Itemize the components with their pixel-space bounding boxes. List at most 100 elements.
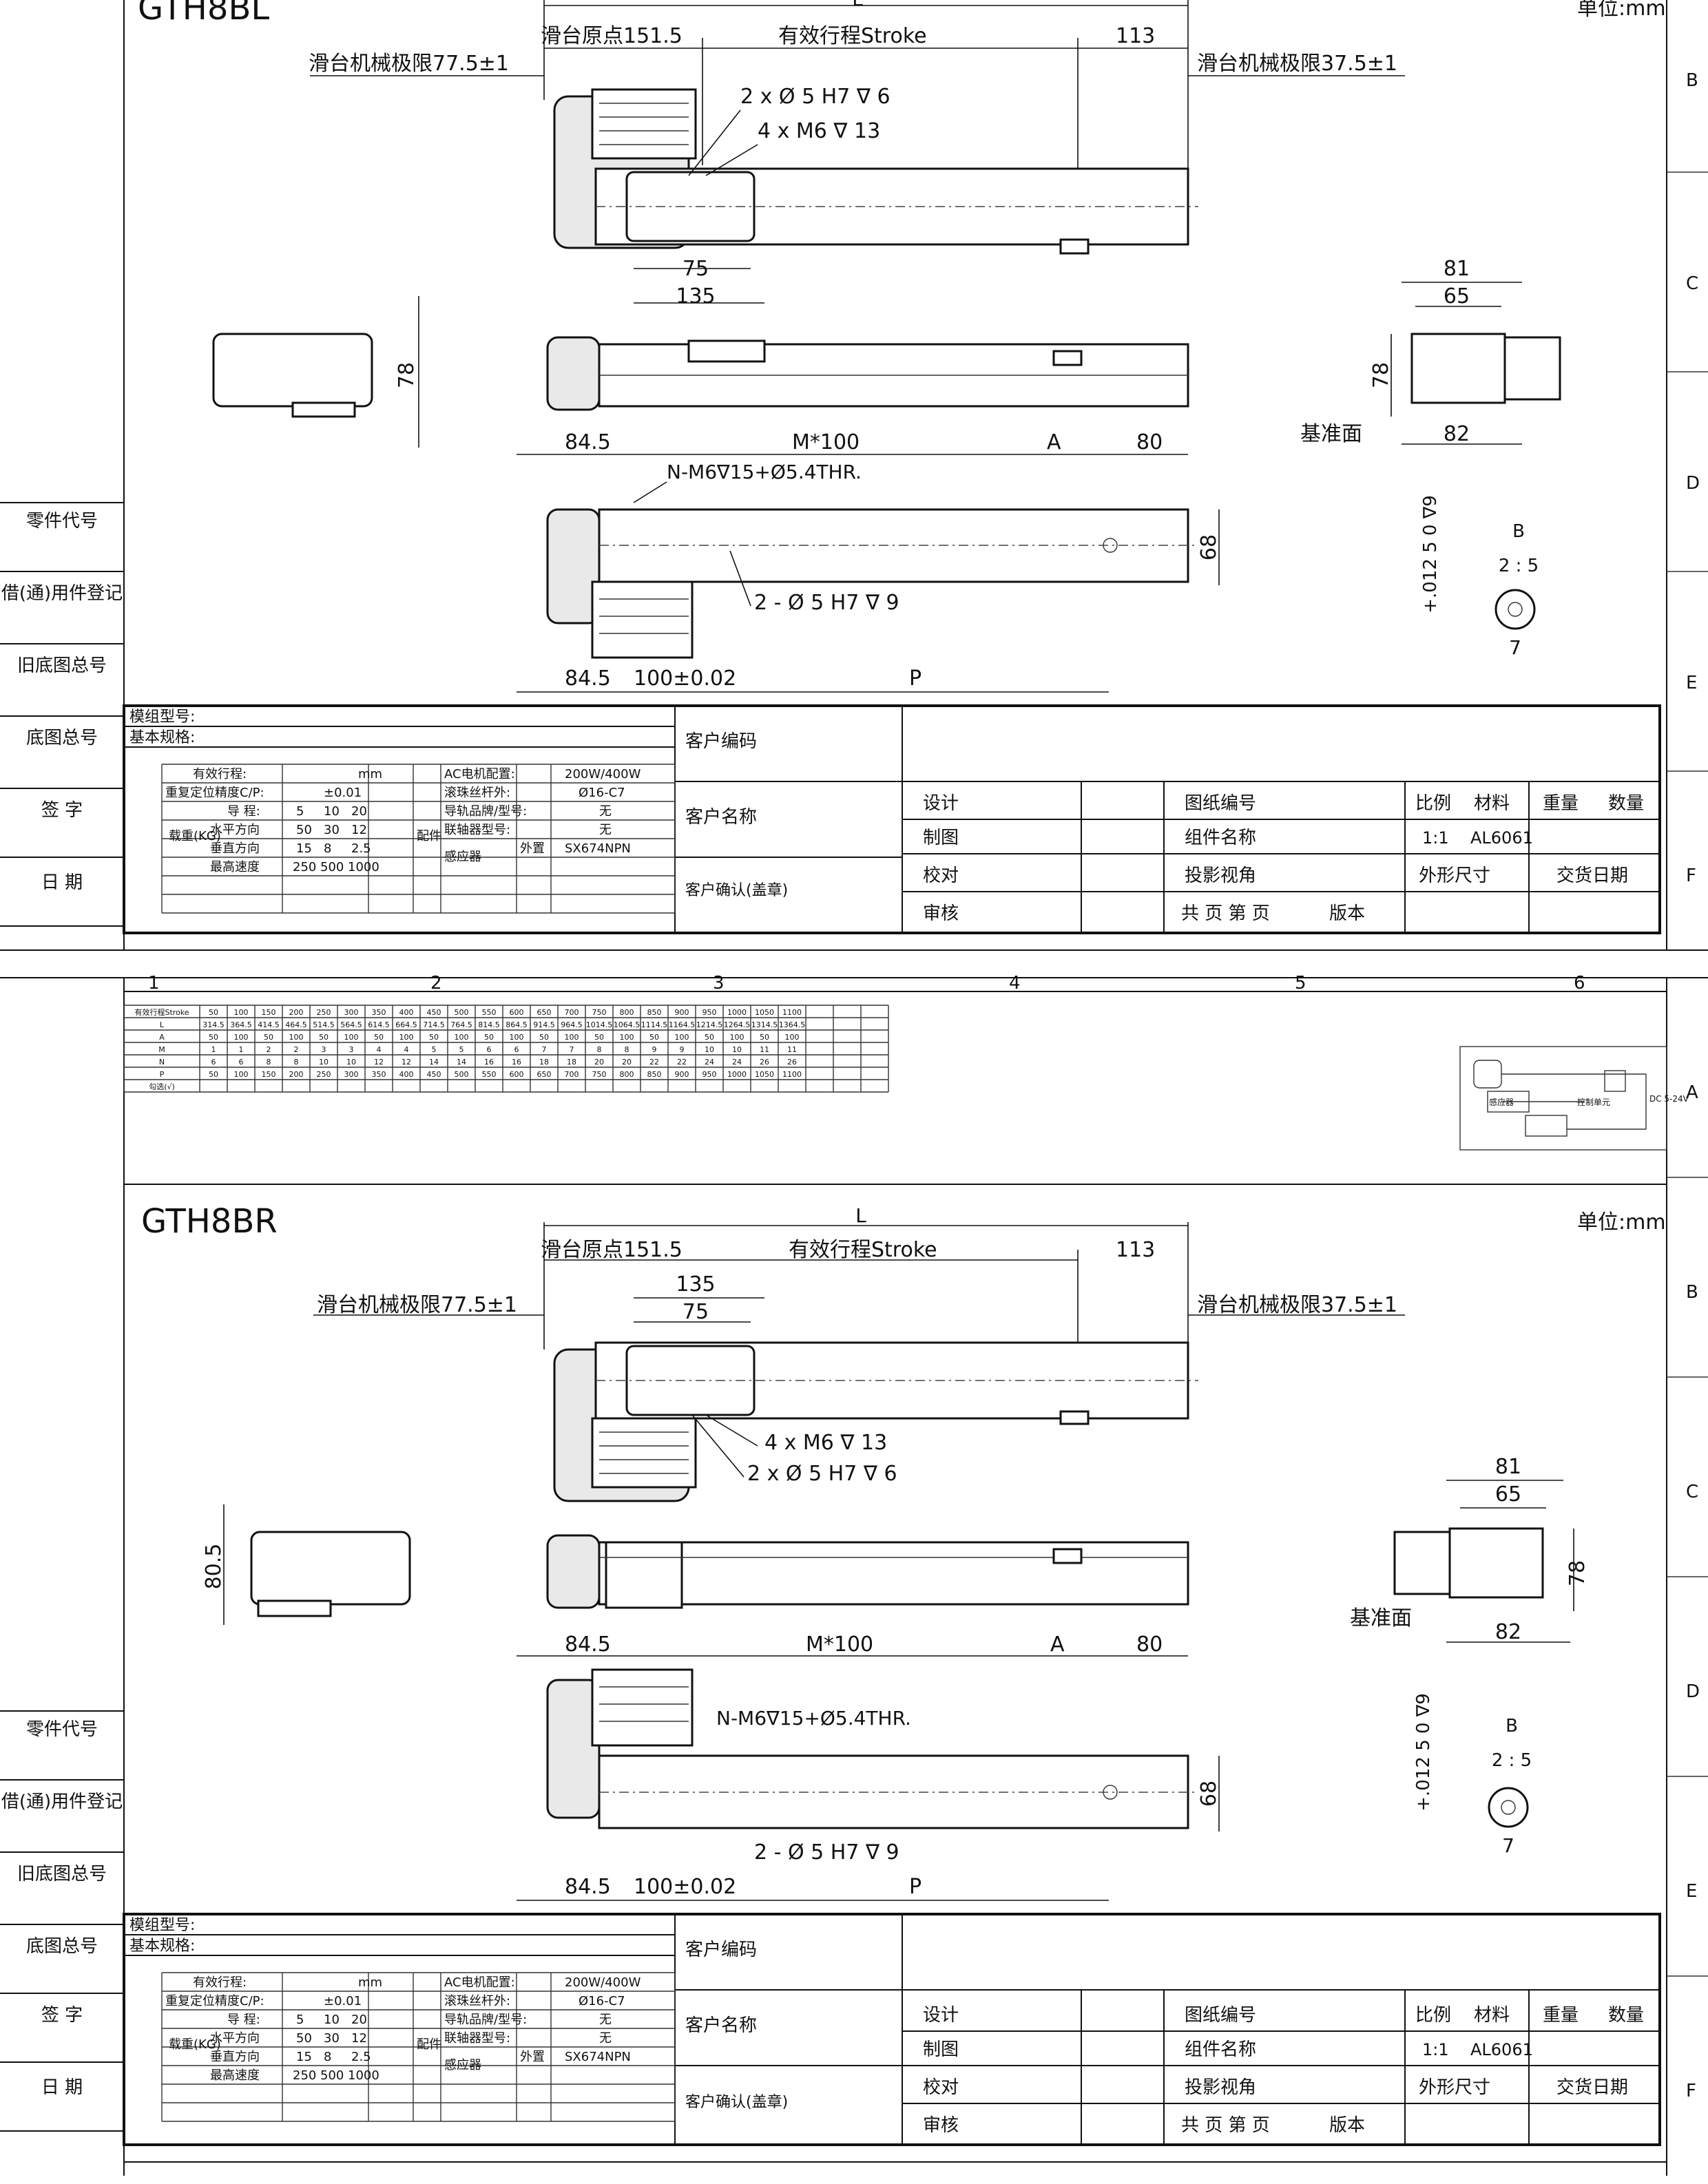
pin-holes-label: 2 x Ø 5 H7 ∇ 6 xyxy=(740,85,891,109)
sheet-gth8bl: GTH8BL 单位:mm B C D E F L 滑台原点151.5 有效行程S… xyxy=(123,0,1700,934)
unit-label: 单位:mm xyxy=(1577,0,1666,21)
zone-letter: A xyxy=(1686,1082,1698,1103)
stroke-table-cell: 24 xyxy=(732,1058,742,1067)
pin-bottom-label: 2 - Ø 5 H7 ∇ 9 xyxy=(754,1840,899,1865)
stroke-table-cell: 7 xyxy=(570,1045,574,1054)
stroke-table-cell: 150 xyxy=(262,1008,276,1017)
drawing-no-label: 图纸编号 xyxy=(1185,793,1256,814)
version-label: 版本 xyxy=(1329,903,1365,924)
dim-h-side: 78 xyxy=(395,362,419,388)
spec-sensor-sub: 外置 xyxy=(520,841,545,856)
spec-repeat-label: 重复定位精度C/P: xyxy=(165,1994,264,2008)
dim-80: 80 xyxy=(1136,430,1163,454)
dim-h78-end: 78 xyxy=(1565,1560,1590,1586)
dim-w81: 81 xyxy=(1495,1455,1521,1479)
stroke-table-cell: 150 xyxy=(262,1070,276,1079)
stroke-table-cell: 100 xyxy=(785,1033,800,1042)
model-title: GTH8BR xyxy=(141,1202,278,1241)
model-label: 模组型号: xyxy=(129,1917,195,1934)
delivery-label: 交货日期 xyxy=(1556,2077,1628,2098)
scale-label: 比例 xyxy=(1415,793,1451,814)
dim-P: P xyxy=(909,1875,921,1899)
stroke-table-cell: 26 xyxy=(760,1058,769,1067)
spec-horiz-value: 30 xyxy=(324,2031,340,2046)
stroke-table-cell: 7 xyxy=(542,1045,547,1054)
stroke-table-cell: 450 xyxy=(427,1008,441,1017)
dim-L: L xyxy=(855,1204,866,1227)
col-number: 5 xyxy=(1295,973,1306,994)
dim-P: P xyxy=(909,666,921,691)
dim-84-5-top: 84.5 xyxy=(565,430,611,454)
pin-holes-label: 2 x Ø 5 H7 ∇ 6 xyxy=(747,1462,897,1486)
spec-lead-value: 20 xyxy=(351,804,367,819)
drawing-label: 制图 xyxy=(923,828,959,848)
dim-stroke: 有效行程Stroke xyxy=(789,1238,937,1262)
stroke-table-cell: 50 xyxy=(649,1033,659,1042)
unit-label: 单位:mm xyxy=(1577,1210,1666,1235)
spec-lead-label: 导 程: xyxy=(227,804,260,819)
dim-84-5-bottom: 84.5 xyxy=(565,666,611,691)
stroke-table-cell: 500 xyxy=(455,1070,469,1079)
model-label: 模组型号: xyxy=(129,708,195,726)
spec-coupling-value: 无 xyxy=(599,2031,612,2046)
col-number: 4 xyxy=(1009,973,1021,994)
left-strip-bottom: 零件代号 借(通)用件登记 旧底图总号 底图总号 签 字 日 期 xyxy=(0,1710,124,2132)
column-numbers: 1 2 3 4 5 6 xyxy=(124,973,1667,994)
stroke-table-cell: 314.5 xyxy=(202,1020,225,1029)
strip-label: 零件代号 xyxy=(26,1719,98,1740)
spec-motor-value: 200W/400W xyxy=(565,767,641,781)
stroke-table-cell: 850 xyxy=(647,1070,662,1079)
design-label: 设计 xyxy=(923,793,959,814)
col-number: 2 xyxy=(430,973,442,994)
stroke-table-cell: 1050 xyxy=(755,1008,774,1017)
spec-rail-label: 导轨品牌/型号: xyxy=(444,2013,527,2027)
dim-84-5-top: 84.5 xyxy=(565,1632,611,1657)
stroke-table-cell: 464.5 xyxy=(285,1020,307,1029)
dim-limit-right: 滑台机械极限37.5±1 xyxy=(1197,52,1397,76)
dim-113: 113 xyxy=(1116,24,1155,48)
dim-limit-right: 滑台机械极限37.5±1 xyxy=(1197,1293,1397,1317)
spec-sensor-value: SX674NPN xyxy=(565,2050,631,2064)
dim-h78-end: 78 xyxy=(1369,362,1393,388)
stroke-table-cell: 1 xyxy=(239,1045,244,1054)
stroke-table-cell: 10 xyxy=(732,1045,742,1054)
spec-vert-value: 2.5 xyxy=(351,2050,371,2064)
spec-motor-label: AC电机配置: xyxy=(444,1975,515,1990)
left-strip-top: 零件代号 借(通)用件登记 旧底图总号 底图总号 签 字 日 期 xyxy=(0,502,124,927)
stroke-table-cell: 250 xyxy=(317,1070,331,1079)
stroke-table-cell: 900 xyxy=(675,1070,689,1079)
stroke-table-cell: 600 xyxy=(510,1070,524,1079)
stroke-table-cell: 400 xyxy=(399,1070,414,1079)
strip-label: 日 期 xyxy=(41,2077,83,2098)
spec-sensor-value: SX674NPN xyxy=(565,841,631,856)
stroke-table-cell: 20 xyxy=(622,1058,632,1067)
stroke-table-row-label: 有效行程Stroke xyxy=(134,1007,189,1017)
spec-screw-label: 滚珠丝杆外: xyxy=(444,1994,510,2008)
spec-speed-value: 1000 xyxy=(348,2068,379,2083)
spec-label: 基本规格: xyxy=(129,729,195,746)
view-b-label: B xyxy=(1512,521,1525,542)
stroke-table-cell: 100 xyxy=(675,1033,689,1042)
stroke-table-cell: 6 xyxy=(211,1058,216,1067)
stroke-table-cell: 100 xyxy=(289,1033,304,1042)
sheet-gth8br: GTH8BR 单位:mm A B C D E F L 滑台原点151.5 有效行… xyxy=(123,1082,1700,2146)
strip-label: 零件代号 xyxy=(26,511,98,532)
stroke-table-cell: 200 xyxy=(289,1070,304,1079)
stroke-table-cell: 50 xyxy=(209,1070,218,1079)
spec-lead-value: 5 xyxy=(296,2013,304,2027)
scale-b-label: 2 : 5 xyxy=(1499,556,1539,576)
stroke-table-cell: 4 xyxy=(404,1045,409,1054)
dim-w65: 65 xyxy=(1495,1482,1521,1506)
zone-letter: C xyxy=(1686,1482,1698,1502)
customer-name: 客户名称 xyxy=(685,807,757,828)
customer-confirm: 客户确认(盖章) xyxy=(685,2094,788,2111)
stroke-table-cell: 5 xyxy=(432,1045,437,1054)
spec-speed-value: 1000 xyxy=(348,860,379,874)
stroke-table-cell: 1050 xyxy=(755,1070,774,1079)
stroke-table-cell: 900 xyxy=(675,1008,689,1017)
stroke-table-cell: 1000 xyxy=(727,1008,747,1017)
dim-m100: M*100 xyxy=(806,1632,873,1657)
dim-L: L xyxy=(852,0,863,10)
dim-origin: 滑台原点151.5 xyxy=(541,24,683,48)
